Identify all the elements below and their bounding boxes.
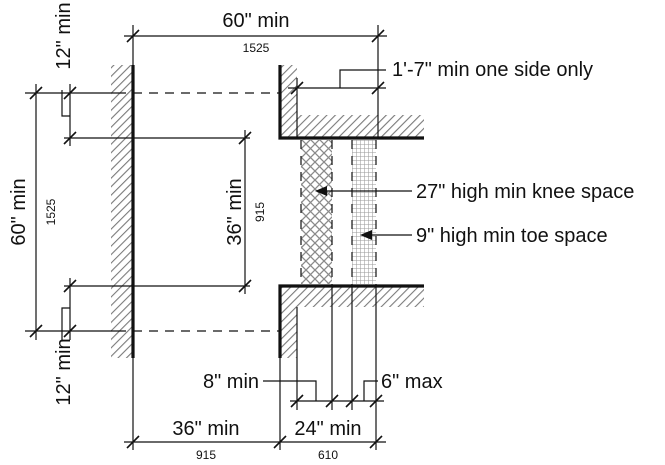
upper-counter-hatch [297, 115, 424, 138]
inner-36-label: 36" min [224, 178, 246, 245]
knee-space-area [301, 140, 332, 284]
toe-space-callout: 9" high min toe space [360, 225, 608, 247]
bottom-12-label: 12" min [53, 338, 75, 405]
bottom-36-label: 36" min [172, 418, 239, 440]
upper-right-wall-hatch [280, 65, 297, 138]
bottom-24-mm-label: 610 [318, 448, 338, 462]
toe-space-area [352, 140, 376, 284]
left-height-dimension: 60" min 1525 [8, 84, 126, 340]
left-height-mm-label: 1525 [44, 198, 58, 225]
top-width-label: 60" min [222, 10, 289, 32]
inner-36-mm-label: 915 [253, 202, 267, 222]
eight-six-dimension: 8" min 6" max [203, 371, 443, 408]
top-12-dimension: 12" min [53, 2, 250, 146]
bottom-dimensions: 36" min 915 24" min 610 [124, 418, 386, 462]
one-side-dimension: 1'-7" min one side only [288, 59, 593, 138]
upper-right-wall [278, 65, 424, 140]
one-side-label: 1'-7" min one side only [392, 59, 593, 81]
lower-right-wall-hatch [280, 286, 297, 358]
eight-min-label: 8" min [203, 371, 259, 393]
bottom-24-label: 24" min [294, 418, 361, 440]
bottom-12-dimension: 12" min [53, 278, 250, 406]
knee-space-label: 27" high min knee space [416, 181, 634, 203]
lower-counter-hatch [297, 286, 424, 307]
knee-space-callout: 27" high min knee space [315, 181, 634, 203]
top-width-dimension: 60" min 1525 [124, 10, 387, 138]
left-wall-hatch [111, 65, 133, 358]
six-max-label: 6" max [381, 371, 443, 393]
walls [111, 65, 424, 358]
inner-36-dimension: 36" min 915 [224, 130, 267, 294]
toe-space-label: 9" high min toe space [416, 225, 608, 247]
bottom-36-mm-label: 915 [196, 448, 216, 462]
top-12-label: 12" min [53, 2, 75, 69]
top-width-mm-label: 1525 [243, 41, 270, 55]
left-height-label: 60" min [8, 178, 30, 245]
